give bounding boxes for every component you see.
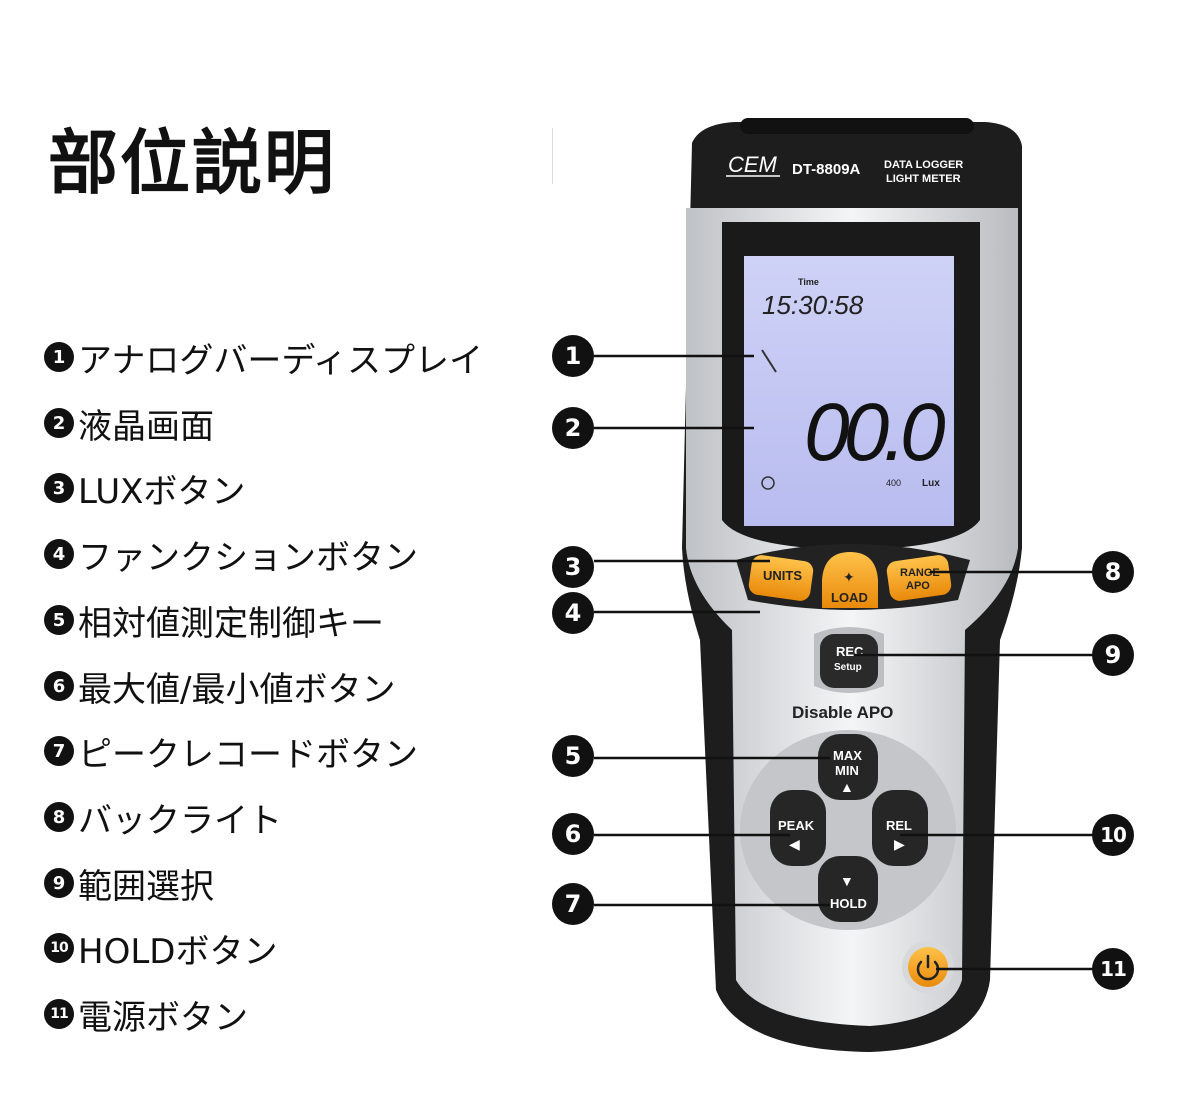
callout-5: 5 [552, 735, 594, 777]
legend-label: HOLDボタン [78, 931, 278, 972]
rec-label: REC [836, 644, 864, 659]
lcd-screen [744, 256, 954, 526]
hold-label: HOLD [830, 896, 867, 911]
range-apo-button [886, 555, 952, 601]
units-button [748, 555, 814, 601]
legend-label: 電源ボタン [78, 997, 248, 1038]
brand-logo: CEM [728, 152, 778, 177]
range-label: RANGE [900, 567, 940, 579]
legend-label: LUXボタン [78, 471, 246, 512]
legend-label: ファンクションボタン [78, 537, 418, 578]
min-label: MIN [835, 763, 859, 778]
apo-label: APO [906, 580, 930, 592]
lcd-unit: Lux [922, 478, 940, 489]
legend-number: 10 [44, 933, 74, 963]
peak-button [770, 790, 826, 866]
legend-number: 6 [44, 671, 74, 701]
type-label-2: LIGHT METER [886, 173, 961, 185]
max-min-button [818, 734, 878, 800]
peak-label: PEAK [778, 818, 815, 833]
divider [552, 128, 553, 184]
clock-icon [761, 476, 775, 490]
legend-number: 3 [44, 473, 74, 503]
dpad-recess [740, 730, 956, 930]
rel-button [872, 790, 928, 866]
left-arrow-icon: ◀ [789, 836, 800, 852]
lcd-reading: 00.0 [804, 387, 945, 478]
legend-number: 9 [44, 868, 74, 898]
callout-10: 10 [1092, 814, 1134, 856]
rec-setup-button [820, 634, 878, 688]
legend-label: ピークレコードボタン [78, 734, 418, 775]
legend-number: 1 [44, 342, 74, 372]
legend-number: 2 [44, 408, 74, 438]
lcd-time: 15:30:58 [762, 290, 864, 320]
rel-label: REL [886, 818, 912, 833]
units-label: UNITS [763, 568, 802, 583]
legend-number: 5 [44, 605, 74, 635]
setup-label: Setup [834, 662, 862, 673]
light-bulb-icon: ✦ [843, 569, 855, 585]
hold-button [818, 856, 878, 922]
legend-number: 8 [44, 802, 74, 832]
load-button [822, 552, 878, 608]
up-arrow-icon: ▲ [840, 779, 854, 795]
lcd-time-label: Time [798, 277, 819, 287]
load-label: LOAD [831, 590, 868, 605]
analog-bar-marker [761, 349, 777, 373]
callout-2: 2 [552, 407, 594, 449]
legend-label: バックライト [78, 800, 282, 841]
right-arrow-icon: ▶ [894, 836, 905, 852]
callout-8: 8 [1092, 551, 1134, 593]
disable-apo-label: Disable APO [792, 703, 893, 722]
legend-number: 7 [44, 736, 74, 766]
callout-7: 7 [552, 883, 594, 925]
lcd-range: 400 [886, 478, 901, 488]
type-label-1: DATA LOGGER [884, 159, 963, 171]
callout-9: 9 [1092, 634, 1134, 676]
down-arrow-icon: ▼ [840, 873, 854, 889]
callout-lines [594, 354, 1094, 971]
power-icon [916, 960, 940, 981]
callout-1: 1 [552, 335, 594, 377]
callout-6: 6 [552, 813, 594, 855]
page-title: 部位説明 [48, 122, 336, 204]
legend-label: アナログバーディスプレイ [78, 340, 483, 381]
top-cap [740, 118, 974, 134]
legend-label: 最大値/最小値ボタン [78, 669, 396, 710]
callout-11: 11 [1092, 948, 1134, 990]
legend-label: 相対値測定制御キー [78, 603, 384, 644]
legend-label: 液晶画面 [78, 406, 214, 447]
model-number: DT-8809A [792, 161, 861, 178]
legend-label: 範囲選択 [78, 866, 214, 907]
max-label: MAX [833, 748, 862, 763]
callout-3: 3 [552, 546, 594, 588]
legend-number: 4 [44, 539, 74, 569]
callout-4: 4 [552, 592, 594, 634]
legend-number: 11 [44, 999, 74, 1029]
